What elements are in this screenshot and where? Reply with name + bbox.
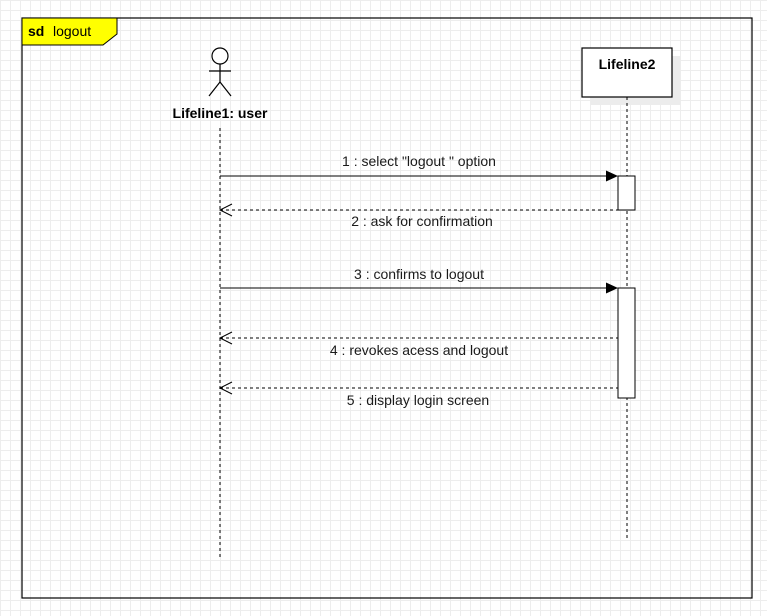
lifeline1-label: Lifeline1: user xyxy=(173,105,268,121)
lifeline2-label: Lifeline2 xyxy=(599,56,656,72)
frame-tab xyxy=(21,17,118,46)
lifeline2-box[interactable] xyxy=(581,47,673,98)
return-arrow-2[interactable] xyxy=(218,203,618,217)
message-label-1: 1 : select "logout " option xyxy=(342,153,496,169)
message-label-5: 5 : display login screen xyxy=(347,392,489,408)
activation-bar-1 xyxy=(617,175,636,211)
message-arrow-1[interactable] xyxy=(220,170,618,182)
frame-kind-label: sd xyxy=(28,23,44,39)
message-label-3: 3 : confirms to logout xyxy=(354,266,484,282)
frame-name-label: logout xyxy=(53,23,91,39)
message-arrow-3[interactable] xyxy=(220,282,618,294)
actor-icon xyxy=(208,47,232,97)
return-arrow-4[interactable] xyxy=(218,331,618,345)
sequence-frame xyxy=(21,17,753,599)
return-arrow-5[interactable] xyxy=(218,381,618,395)
message-label-2: 2 : ask for confirmation xyxy=(351,213,493,229)
activation-bar-2 xyxy=(617,287,636,399)
message-label-4: 4 : revokes acess and logout xyxy=(330,342,508,358)
